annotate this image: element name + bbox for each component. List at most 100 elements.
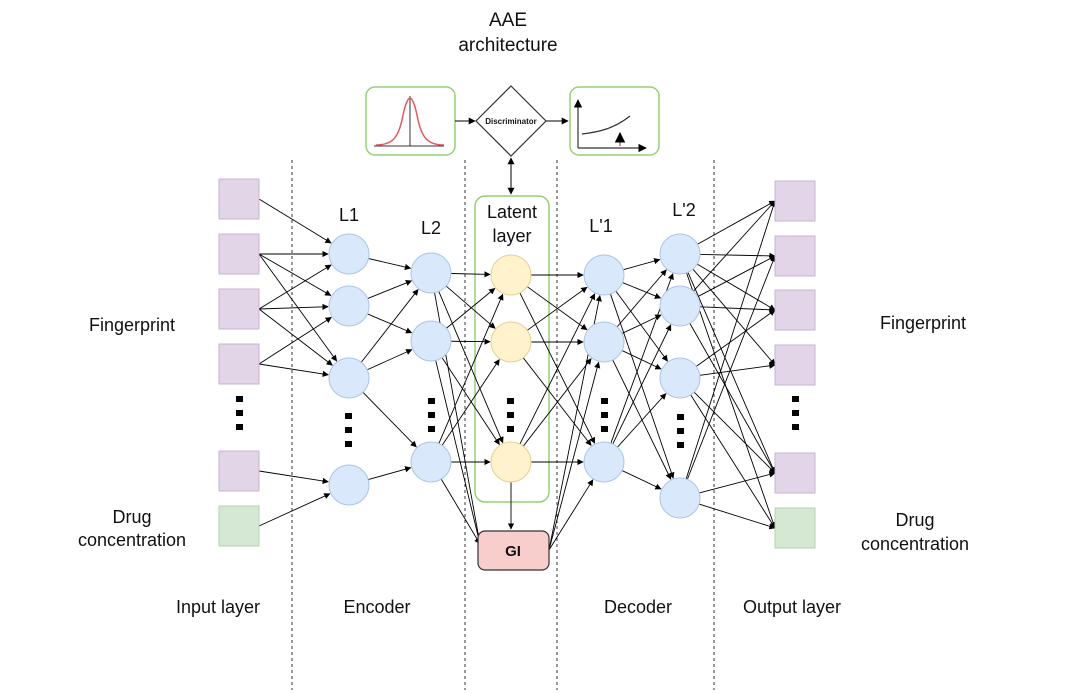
latent-label-line1: Latent bbox=[487, 202, 537, 222]
lp1-node bbox=[583, 254, 625, 296]
latent-to-lp1-arrow bbox=[522, 358, 592, 447]
input-to-l1-arrow bbox=[258, 303, 329, 311]
discriminator-label: Discriminator bbox=[485, 117, 537, 126]
l1-node bbox=[328, 285, 370, 327]
lp1-to-lp2-arrow bbox=[616, 269, 667, 328]
lp2-to-output-arrow bbox=[693, 391, 776, 474]
lp2-to-output-arrow bbox=[697, 263, 776, 311]
diagram-title-line2: architecture bbox=[458, 35, 557, 56]
left-fingerprint-label: Fingerprint bbox=[89, 315, 175, 335]
left-drug-label-line2: concentration bbox=[78, 530, 186, 550]
lp1-to-lp2-arrow bbox=[621, 470, 662, 490]
lp2-to-output-arrow bbox=[696, 309, 776, 367]
lp1-node bbox=[583, 321, 625, 363]
lp2-to-output-arrow bbox=[698, 503, 776, 530]
right-fingerprint-label: Fingerprint bbox=[880, 313, 966, 333]
latent-label-line2: layer bbox=[492, 226, 531, 246]
gi-to-lp1-arrow bbox=[548, 361, 601, 551]
diagram-title-line1: AAE bbox=[489, 10, 527, 31]
loss-curve-box bbox=[569, 86, 660, 156]
l1-to-l2-arrow bbox=[368, 466, 412, 481]
gi-node: GI bbox=[477, 530, 550, 571]
lp1-to-lp2-arrow bbox=[612, 324, 672, 445]
l2-to-latent-arrow bbox=[438, 291, 504, 444]
latent-node bbox=[490, 254, 532, 296]
l2-label: L2 bbox=[421, 218, 441, 238]
input-to-l1-arrow bbox=[258, 316, 332, 365]
l2-ellipsis bbox=[428, 398, 435, 432]
left-drug-label-line1: Drug bbox=[112, 507, 151, 527]
output-layer-nodes bbox=[774, 180, 816, 549]
encoder-l2-nodes bbox=[410, 252, 452, 483]
panel-connectors bbox=[455, 117, 569, 195]
lp2-to-output-arrow bbox=[685, 200, 777, 480]
network-connections bbox=[258, 198, 777, 551]
lp2-to-output-arrow bbox=[686, 255, 776, 480]
input-to-l1-arrow bbox=[258, 363, 329, 378]
l1-node bbox=[328, 233, 370, 275]
prior-distribution-box bbox=[365, 86, 456, 156]
l1-to-l2-arrow bbox=[367, 313, 413, 334]
layer-separators bbox=[291, 160, 715, 690]
output-fingerprint-node bbox=[774, 235, 816, 277]
ellipsis-markers bbox=[236, 396, 799, 448]
lp2-to-output-arrow bbox=[686, 272, 777, 529]
lp2-to-output-arrow bbox=[699, 306, 776, 313]
input-to-l1-arrow bbox=[258, 198, 332, 244]
gi-to-lp1-arrow bbox=[548, 479, 594, 551]
latent-layer-container bbox=[474, 195, 550, 503]
lp1-to-lp2-arrow bbox=[610, 293, 675, 479]
lp2-to-output-arrow bbox=[693, 200, 776, 292]
l2-to-gi-arrow bbox=[440, 478, 481, 545]
lp2-node bbox=[659, 357, 701, 399]
input-ellipsis bbox=[236, 396, 243, 430]
lp2-node bbox=[659, 233, 701, 275]
input-fingerprint-node bbox=[218, 450, 260, 492]
lp1-label: L'1 bbox=[589, 216, 612, 236]
lp1-to-lp2-arrow bbox=[615, 290, 668, 362]
loss-curve-icon bbox=[573, 99, 647, 153]
lp2-node bbox=[659, 285, 701, 327]
latent-to-lp1-arrow bbox=[522, 357, 592, 446]
output-fingerprint-node bbox=[774, 344, 816, 386]
l1-to-l2-arrow bbox=[367, 349, 413, 371]
l1-label: L1 bbox=[339, 205, 359, 225]
input-layer-label: Input layer bbox=[176, 597, 260, 617]
lp2-to-output-arrow bbox=[689, 323, 776, 474]
gi-label: GI bbox=[505, 543, 521, 560]
l1-to-l2-arrow bbox=[362, 391, 417, 448]
lp1-ellipsis bbox=[601, 398, 608, 432]
lp2-node bbox=[659, 477, 701, 519]
l2-to-latent-arrow bbox=[441, 357, 500, 446]
latent-to-lp1-arrow bbox=[519, 293, 596, 445]
latent-node bbox=[490, 441, 532, 483]
lp2-to-output-arrow bbox=[687, 272, 776, 474]
l1-ellipsis bbox=[345, 413, 352, 447]
lp2-to-output-arrow bbox=[699, 471, 776, 494]
input-fingerprint-node bbox=[218, 343, 260, 385]
l1-node bbox=[328, 464, 370, 506]
right-drug-label-line1: Drug bbox=[895, 510, 934, 530]
lp2-label: L'2 bbox=[672, 200, 695, 220]
latent-to-lp1-arrow bbox=[526, 286, 588, 331]
l2-to-latent-arrow bbox=[441, 358, 500, 446]
encoder-label: Encoder bbox=[343, 597, 410, 617]
input-to-l1-arrow bbox=[258, 493, 331, 527]
l2-to-latent-arrow bbox=[450, 271, 491, 278]
discriminator-node: Discriminator bbox=[475, 85, 547, 157]
output-fingerprint-node bbox=[774, 180, 816, 222]
output-drug-node bbox=[774, 507, 816, 549]
input-fingerprint-node bbox=[218, 288, 260, 330]
lp2-to-output-arrow bbox=[697, 200, 776, 245]
lp1-to-lp2-arrow bbox=[621, 314, 662, 334]
lp2-to-output-arrow bbox=[699, 362, 776, 376]
encoder-l1-nodes bbox=[328, 233, 370, 506]
lp1-to-lp2-arrow bbox=[617, 393, 667, 448]
input-layer-nodes bbox=[218, 178, 260, 547]
latent-ellipsis bbox=[507, 398, 514, 432]
l2-node bbox=[410, 441, 452, 483]
input-to-l1-arrow bbox=[258, 470, 329, 485]
decoder-l2-nodes bbox=[659, 233, 701, 519]
input-drug-node bbox=[218, 505, 260, 547]
